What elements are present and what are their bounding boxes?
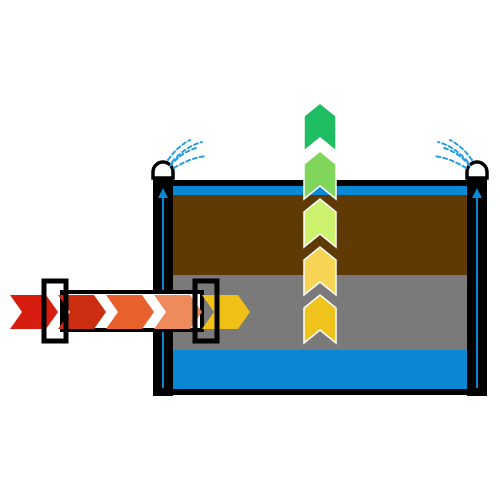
inlet-pipe-collars (41, 278, 220, 344)
right-spray-icon (433, 139, 473, 169)
output-chevron-4 (303, 150, 337, 201)
output-chevron-1 (303, 294, 337, 345)
bottom-water-layer (163, 350, 477, 392)
left-sprinkler (151, 139, 207, 180)
inlet-outer-collar (41, 278, 69, 344)
right-sprinkler (433, 139, 489, 180)
left-riser-flow-arrowhead (158, 188, 168, 198)
input-chevron-4 (154, 295, 202, 329)
sprinklers (151, 139, 489, 180)
output-chevron-3 (303, 198, 337, 249)
input-chevron-1 (10, 295, 58, 329)
inlet-inner-collar (192, 278, 220, 344)
input-chevron-5 (202, 295, 250, 329)
right-sprinkler-head (465, 160, 489, 180)
left-riser (153, 178, 173, 396)
output-flow-arrows (303, 102, 337, 345)
output-chevron-2 (303, 246, 337, 297)
input-chevron-2 (58, 295, 106, 329)
input-chevron-3 (106, 295, 154, 329)
right-riser-flow-arrowhead (472, 188, 482, 198)
left-spray-icon (167, 139, 207, 169)
right-riser (467, 178, 487, 396)
left-sprinkler-head (151, 160, 175, 180)
riser-pipes (153, 178, 487, 396)
output-chevron-5 (303, 102, 337, 153)
